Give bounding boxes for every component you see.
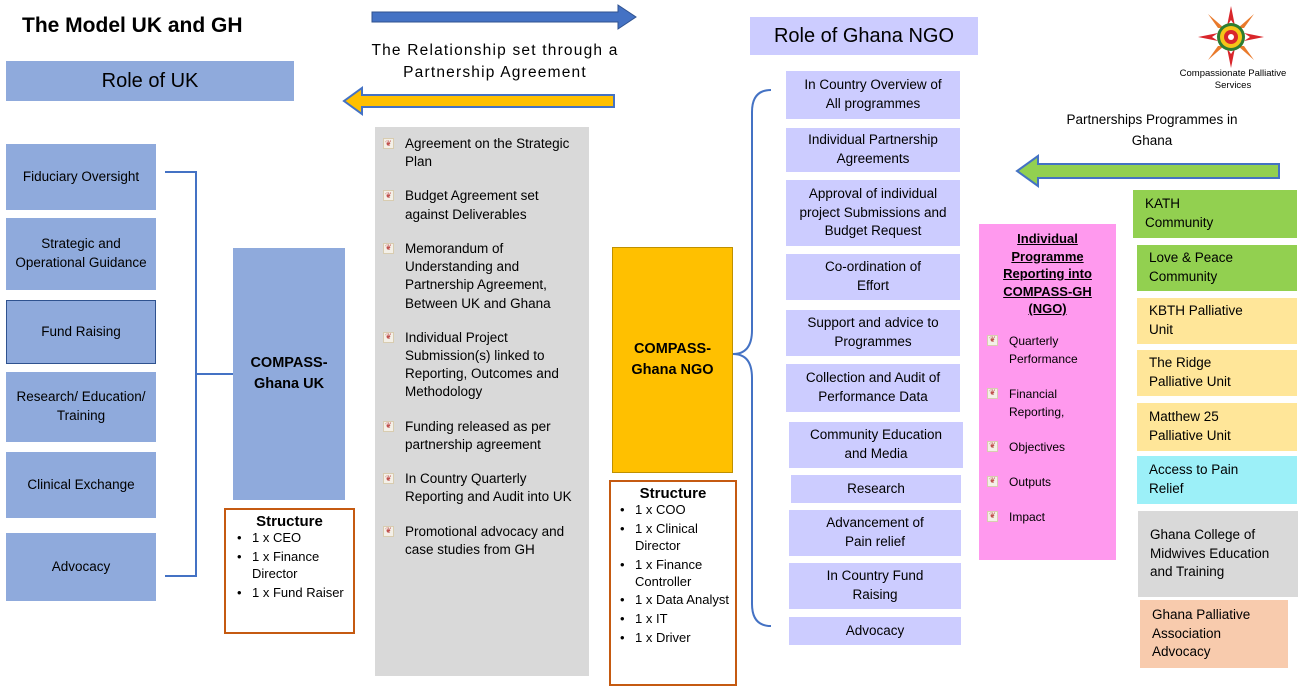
programme-ridge: The Ridge Palliative Unit xyxy=(1137,350,1297,396)
bullet-icon: ❦ xyxy=(383,420,394,432)
bullet-icon: ❦ xyxy=(987,334,998,346)
uk-bracket xyxy=(165,171,233,577)
reporting-title: Individual Programme Reporting into COMP… xyxy=(1003,231,1092,317)
uk-structure-box: Structure 1 x CEO 1 x Finance Director 1… xyxy=(224,508,355,634)
compass-uk-box: COMPASS-Ghana UK xyxy=(233,248,345,500)
arrow-right-blue xyxy=(371,4,637,30)
ngo-structure-list: 1 x COO 1 x Clinical Director 1 x Financ… xyxy=(617,502,729,647)
arrow-left-gold xyxy=(342,86,615,116)
arrow-left-green xyxy=(1015,154,1280,188)
page-title: The Model UK and GH xyxy=(22,14,243,37)
uk-structure-list: 1 x CEO 1 x Finance Director 1 x Fund Ra… xyxy=(234,530,345,602)
bullet-icon: ❦ xyxy=(383,138,394,149)
ngo-role-partnership-agreements: Individual Partnership Agreements xyxy=(786,128,960,172)
bullet-icon: ❦ xyxy=(383,473,394,485)
list-item: 1 x Driver xyxy=(617,630,729,647)
bullet-icon: ❦ xyxy=(383,242,394,254)
list-item: 1 x IT xyxy=(617,611,729,628)
list-item: ❦Impact xyxy=(987,508,1108,526)
ngo-role-overview: In Country Overview of All programmes xyxy=(786,71,960,119)
list-item: 1 x Finance Controller xyxy=(617,557,729,591)
uk-role-strategic-guidance: Strategic and Operational Guidance xyxy=(6,218,156,290)
list-item: 1 x Finance Director xyxy=(234,549,345,583)
bullet-icon: ❦ xyxy=(987,387,998,399)
uk-role-header: Role of UK xyxy=(6,61,294,101)
agreements-panel: ❦Agreement on the Strategic Plan ❦Budget… xyxy=(375,127,589,676)
uk-role-clinical-exchange: Clinical Exchange xyxy=(6,452,156,518)
list-item: ❦Memorandum of Understanding and Partner… xyxy=(383,240,581,313)
list-item: ❦In Country Quarterly Reporting and Audi… xyxy=(383,470,581,506)
ngo-structure-box: Structure 1 x COO 1 x Clinical Director … xyxy=(609,480,737,686)
logo xyxy=(1196,6,1266,68)
bullet-icon: ❦ xyxy=(383,525,394,537)
bullet-icon: ❦ xyxy=(383,331,394,343)
logo-icon xyxy=(1198,6,1264,68)
compass-ngo-box: COMPASS-Ghana NGO xyxy=(612,247,733,473)
programme-pain-relief: Access to Pain Relief xyxy=(1137,456,1297,504)
logo-caption: Compassionate Palliative Services xyxy=(1179,68,1287,91)
ngo-structure-title: Structure xyxy=(639,485,707,502)
ngo-role-support: Support and advice to Programmes xyxy=(786,310,960,356)
bullet-icon: ❦ xyxy=(987,475,998,487)
uk-role-research-education: Research/ Education/ Training xyxy=(6,372,156,442)
ngo-brace xyxy=(732,89,772,627)
programme-kbth: KBTH Palliative Unit xyxy=(1137,298,1297,344)
list-item: ❦Quarterly Performance xyxy=(987,332,1108,368)
list-item: 1 x CEO xyxy=(234,530,345,547)
programme-midwives: Ghana College of Midwives Education and … xyxy=(1138,511,1298,597)
ngo-role-advocacy: Advocacy xyxy=(789,617,961,645)
partnerships-label: Partnerships Programmes in Ghana xyxy=(1066,112,1238,148)
list-item: ❦Agreement on the Strategic Plan xyxy=(383,135,581,171)
ngo-role-collection-audit: Collection and Audit of Performance Data xyxy=(786,364,960,412)
programme-kath: KATH Community xyxy=(1133,190,1297,238)
list-item: 1 x Data Analyst xyxy=(617,592,729,609)
relationship-text: The Relationship set through a Partnersh… xyxy=(371,42,619,82)
ngo-role-pain-relief: Advancement of Pain relief xyxy=(789,510,961,556)
list-item: ❦Objectives xyxy=(987,438,1108,456)
list-item: ❦Individual Project Submission(s) linked… xyxy=(383,329,581,402)
list-item: 1 x COO xyxy=(617,502,729,519)
ngo-role-approval: Approval of individual project Submissio… xyxy=(786,180,960,246)
list-item: ❦Budget Agreement set against Deliverabl… xyxy=(383,187,581,223)
ngo-role-community-education: Community Education and Media xyxy=(789,422,963,468)
agreements-list: ❦Agreement on the Strategic Plan ❦Budget… xyxy=(383,135,581,559)
list-item: ❦Funding released as per partnership agr… xyxy=(383,418,581,454)
reporting-list: ❦Quarterly Performance ❦Financial Report… xyxy=(987,332,1108,526)
ngo-role-header: Role of Ghana NGO xyxy=(750,17,978,55)
programme-matthew-25: Matthew 25 Palliative Unit xyxy=(1137,403,1297,451)
reporting-box: Individual Programme Reporting into COMP… xyxy=(979,224,1116,560)
list-item: ❦Financial Reporting, xyxy=(987,385,1108,421)
list-item: 1 x Clinical Director xyxy=(617,521,729,555)
programme-palliative-association: Ghana Palliative Association Advocacy xyxy=(1140,600,1288,668)
ngo-role-research: Research xyxy=(791,475,961,503)
bullet-icon: ❦ xyxy=(987,440,998,452)
uk-role-fiduciary-oversight: Fiduciary Oversight xyxy=(6,144,156,210)
uk-role-fund-raising: Fund Raising xyxy=(6,300,156,364)
list-item: 1 x Fund Raiser xyxy=(234,585,345,602)
programme-love-peace: Love & Peace Community xyxy=(1137,245,1297,291)
list-item: ❦Outputs xyxy=(987,473,1108,491)
ngo-role-fund-raising: In Country Fund Raising xyxy=(789,563,961,609)
list-item: ❦Promotional advocacy and case studies f… xyxy=(383,523,581,559)
bullet-icon: ❦ xyxy=(987,510,998,522)
bullet-icon: ❦ xyxy=(383,190,394,202)
uk-structure-title: Structure xyxy=(256,513,323,530)
uk-role-advocacy: Advocacy xyxy=(6,533,156,601)
ngo-role-coordination: Co-ordination of Effort xyxy=(786,254,960,300)
